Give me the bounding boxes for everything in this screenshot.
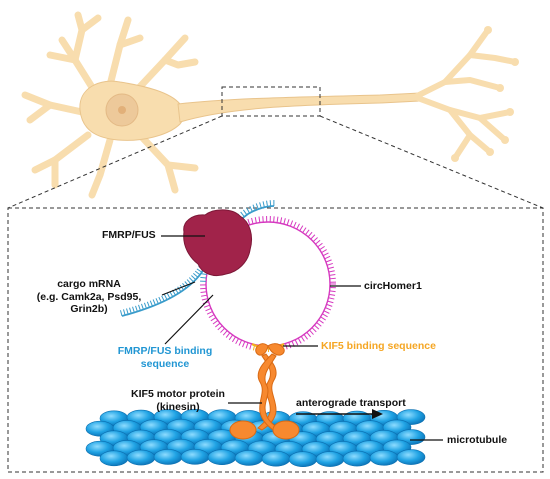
pointer-lines: [161, 235, 443, 441]
zoom-line-right: [319, 115, 544, 209]
microtubule-subunit: [126, 449, 156, 466]
kinesin-head-left: [229, 420, 257, 440]
microtubule-subunit: [261, 450, 291, 467]
microtubule-subunit: [234, 450, 264, 466]
zoom-line-left: [7, 115, 223, 209]
microtubule-subunit: [342, 450, 372, 467]
label-microtubule: microtubule: [447, 434, 508, 446]
label-cargo-mrna: cargo mRNA (e.g. Camk2a, Psd95, Grin2b): [14, 278, 164, 316]
label-fmrp-fus: FMRP/FUS: [102, 229, 156, 241]
label-fmrp-binding-line2: sequence: [140, 357, 190, 370]
neuron-dendrites: [21, 11, 199, 199]
microtubule-subunit: [396, 449, 426, 465]
microtubule-subunit: [99, 450, 129, 467]
neuron-axon-terminals: [412, 27, 518, 161]
label-anterograde-transport: anterograde transport: [296, 397, 406, 409]
anterograde-arrow: [296, 409, 383, 419]
pointer-cargo-mrna: [161, 281, 196, 296]
label-fmrp-binding-line1: FMRP/FUS binding: [117, 345, 213, 357]
microtubule-subunit: [180, 449, 210, 465]
microtubule-subunit: [153, 449, 183, 465]
microtubule-subunit: [207, 449, 237, 465]
label-cargo-mrna-line2: (e.g. Camk2a, Psd95,: [36, 290, 142, 303]
pointer-fmrp-binding: [164, 294, 214, 345]
kif5-kinesin-motor: [229, 343, 300, 440]
label-fmrp-binding-sequence: FMRP/FUS binding sequence: [95, 345, 235, 370]
label-circhomer1: circHomer1: [364, 280, 422, 292]
label-kif5-motor-line2: (kinesin): [156, 400, 200, 413]
zoom-region-box: [221, 86, 321, 117]
neuron-dendrite-tips: [22, 12, 198, 198]
zoom-panel: [7, 207, 544, 473]
neuron-axon: [177, 92, 421, 123]
label-cargo-mrna-line1: cargo mRNA: [57, 278, 121, 290]
label-cargo-mrna-line3: Grin2b): [70, 303, 108, 315]
label-kif5-motor-line1: KIF5 motor protein: [131, 388, 225, 400]
fmrp-fus-protein: [183, 209, 253, 277]
microtubule-subunit: [315, 451, 345, 467]
neuron-illustration: [21, 11, 519, 199]
microtubule-subunit: [288, 451, 318, 467]
kinesin-head-right: [272, 420, 300, 440]
label-kif5-binding-sequence: KIF5 binding sequence: [321, 340, 436, 352]
microtubule-subunit: [369, 449, 399, 466]
label-kif5-motor: KIF5 motor protein (kinesin): [118, 388, 238, 413]
